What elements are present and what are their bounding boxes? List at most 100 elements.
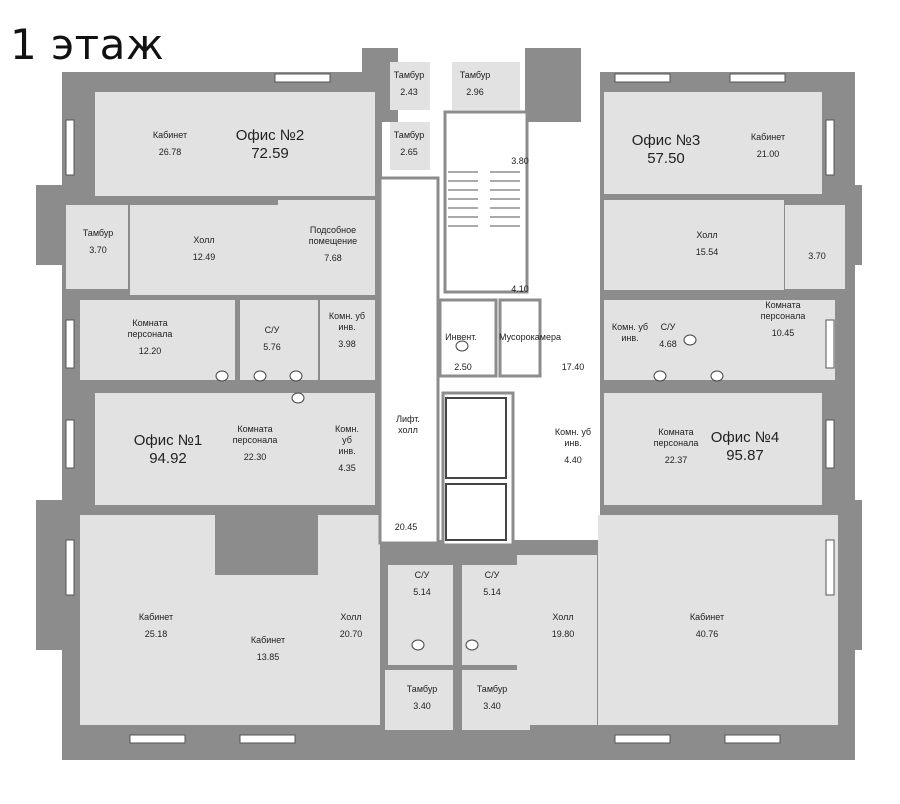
wall-block [36,500,66,650]
room-area [390,62,430,110]
lift-shaft [445,483,507,541]
room-area [385,670,453,730]
room-area [66,205,128,289]
room-name-label: персонала [233,435,278,445]
plumbing-fixture [253,370,267,382]
room-area-label: 3.70 [808,251,826,261]
room-area-label: 25.18 [145,629,168,639]
room-area [80,515,215,725]
room-area-label: 20.70 [340,629,363,639]
room-name-label: помещение [309,236,357,246]
window [239,734,296,744]
room-area-label: 3.70 [89,245,107,255]
room-area-label: 13.85 [257,652,280,662]
room-name-label: С/У [661,322,676,332]
room-name-label: Кабинет [139,612,173,622]
window [65,119,75,176]
room-name-label: Тамбур [407,684,438,694]
wall-block [36,185,66,265]
room-labels: Тамбур2.43Тамбур2.96Тамбур2.653.804.10Ка… [83,70,826,711]
room-area-label: 22.30 [244,452,267,462]
core-space [441,391,515,547]
window [724,734,781,744]
plumbing-fixture [455,340,469,352]
room-area-label: 19.80 [552,629,575,639]
window [825,539,835,596]
room-name-label: Тамбур [477,684,508,694]
room-area-label: 3.98 [338,339,356,349]
room-area-label: 21.00 [757,149,780,159]
room-name-label: Тамбур [394,130,425,140]
room-name-label: Комн. уб [612,322,648,332]
room-area-label: 15.54 [696,247,719,257]
room-name-label: Кабинет [153,130,187,140]
room-name-label: Комн. уб [555,427,591,437]
room-area [462,670,530,730]
room-name-label: Комната [658,427,693,437]
room-area-label: 2.43 [400,87,418,97]
room-name-label: инв. [564,438,581,448]
room-name-label: инв. [338,446,355,456]
room-area-label: 12.20 [139,346,162,356]
office-area-label: 95.87 [726,447,764,464]
window [729,73,786,83]
room-area-label: 2.96 [466,87,484,97]
plumbing-fixture [215,370,229,382]
room-area-label: 20.45 [395,522,418,532]
room-name-label: Холл [193,235,214,245]
plumbing-fixture [710,370,724,382]
window [65,419,75,469]
room-name-label: уб [342,435,352,445]
room-area [604,92,822,194]
office-area-label: 72.59 [251,145,289,162]
window [614,73,671,83]
room-name-label: холл [398,425,418,435]
room-area-label: 7.68 [324,253,342,263]
room-name-label: Тамбур [83,228,114,238]
room-area [598,515,838,725]
room-name-label: Холл [696,230,717,240]
plumbing-fixture [289,370,303,382]
room-name-label: С/У [265,325,280,335]
room-area [700,300,835,380]
fixtures [215,171,724,651]
floor-title: 1 этаж [10,20,165,69]
room-name-label: Тамбур [394,70,425,80]
windows [65,73,835,744]
plumbing-fixture [653,370,667,382]
room-area [604,393,822,505]
room-area [95,92,375,196]
plumbing-fixture [291,392,305,404]
room-name-label: Холл [552,612,573,622]
office-name-label: Офис №2 [236,127,305,144]
wall-block [525,48,581,122]
room-area-label: 5.14 [483,587,501,597]
room-area-label: 40.76 [696,629,719,639]
room-area-label: 22.37 [665,455,688,465]
window [825,319,835,369]
room-area-label: 3.80 [511,156,529,166]
room-name-label: инв. [338,322,355,332]
office-name-label: Офис №3 [632,132,701,149]
room-area-label: 4.68 [659,339,677,349]
core-space [443,110,529,294]
plumbing-fixture [683,334,697,346]
room-name-label: Тамбур [460,70,491,80]
room-name-label: Холл [340,612,361,622]
core-space [378,176,440,545]
room-name-label: Инвент. [445,332,477,342]
office-name-label: Офис №4 [711,429,780,446]
plumbing-fixture [465,639,479,651]
room-name-label: Лифт. [396,414,420,424]
room-name-label: Комната [765,300,800,310]
room-area-label: 26.78 [159,147,182,157]
room-name-label: С/У [415,570,430,580]
room-name-label: персонала [654,438,699,448]
lift-shaft [445,397,507,479]
room-area-label: 5.14 [413,587,431,597]
room-name-label: Комната [132,318,167,328]
room-area-label: 17.40 [562,362,585,372]
room-name-label: Подсобное [310,225,356,235]
plumbing-fixture [411,639,425,651]
room-area [318,515,380,725]
